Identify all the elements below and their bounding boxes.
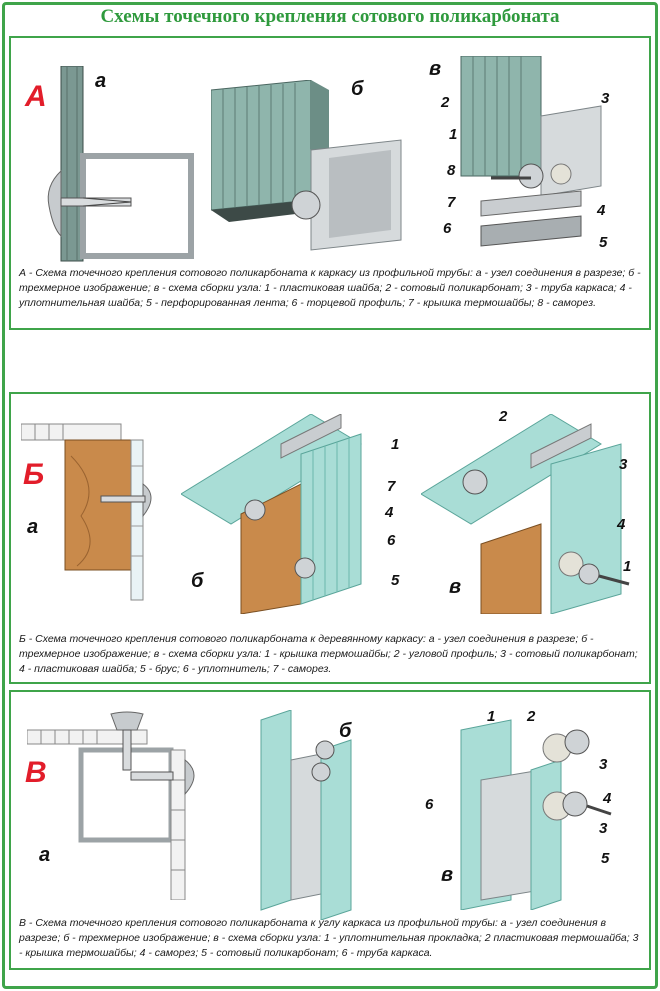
section-b-num-5: 5 <box>391 572 400 589</box>
section-a-num-7: 7 <box>447 194 456 211</box>
section-b-label-a: а <box>27 516 39 538</box>
section-c-num-1: 1 <box>487 708 496 725</box>
page-title: Схемы точечного крепления сотового полик… <box>100 6 560 27</box>
section-a-label-b: б <box>351 78 364 100</box>
section-a-num-2: 2 <box>441 94 450 111</box>
section-b-num-2: 2 <box>499 408 508 425</box>
section-c-num-6: 6 <box>425 796 434 813</box>
section-b-num-7: 7 <box>387 478 396 495</box>
section-b-num-4-left: 4 <box>385 504 394 521</box>
section-c-cross-section <box>27 711 195 900</box>
section-a-num-1: 1 <box>449 126 458 143</box>
section-a-panel: А а б в <box>9 36 651 330</box>
section-b-num-4-right: 4 <box>617 516 626 533</box>
section-c-num-2: 2 <box>527 708 536 725</box>
section-b-num-1-bottom: 1 <box>623 558 632 575</box>
section-c-panel: В а б в 1 2 3 4 6 3 5 В - Схема точе <box>9 690 651 970</box>
section-b-num-6: 6 <box>387 532 396 549</box>
section-b-num-1-top: 1 <box>391 436 400 453</box>
section-a-num-8: 8 <box>447 162 456 179</box>
section-b-label-v: в <box>449 576 462 598</box>
section-b-caption: Б - Схема точечного крепления сотового п… <box>19 633 638 675</box>
section-c-exploded-view <box>460 719 612 910</box>
section-a-cross-section <box>47 66 194 262</box>
section-b-letter: Б <box>23 458 45 491</box>
section-a-num-3: 3 <box>601 90 610 107</box>
section-b-cross-section <box>21 423 152 601</box>
section-b-label-b: б <box>191 570 204 592</box>
section-c-label-b: б <box>339 720 352 742</box>
section-a-num-5: 5 <box>599 234 608 251</box>
section-b-exploded-view <box>421 414 630 614</box>
section-b-panel: Б а б в 2 1 3 7 4 6 4 5 1 Б <box>9 392 651 684</box>
section-a-3d-view <box>211 80 402 251</box>
section-c-label-v: в <box>441 864 454 886</box>
section-c-caption: В - Схема точечного крепления сотового п… <box>19 917 639 959</box>
section-c-num-3-top: 3 <box>599 756 608 773</box>
section-c-label-a: а <box>39 844 51 866</box>
section-a-exploded-view <box>460 56 602 247</box>
section-c-letter: В <box>25 756 47 789</box>
section-b-3d-view <box>181 414 362 614</box>
section-a-num-4: 4 <box>597 202 606 219</box>
section-a-label-v: в <box>429 58 442 80</box>
section-a-letter: А <box>25 80 47 113</box>
section-a-num-6: 6 <box>443 220 452 237</box>
section-c-num-3-bottom: 3 <box>599 820 608 837</box>
section-a-caption: А - Схема точечного крепления сотового п… <box>19 267 641 309</box>
section-c-num-5: 5 <box>601 850 610 867</box>
section-a-label-a: а <box>95 70 107 92</box>
section-c-3d-view <box>260 710 352 920</box>
section-c-num-4: 4 <box>603 790 612 807</box>
section-b-num-3: 3 <box>619 456 628 473</box>
